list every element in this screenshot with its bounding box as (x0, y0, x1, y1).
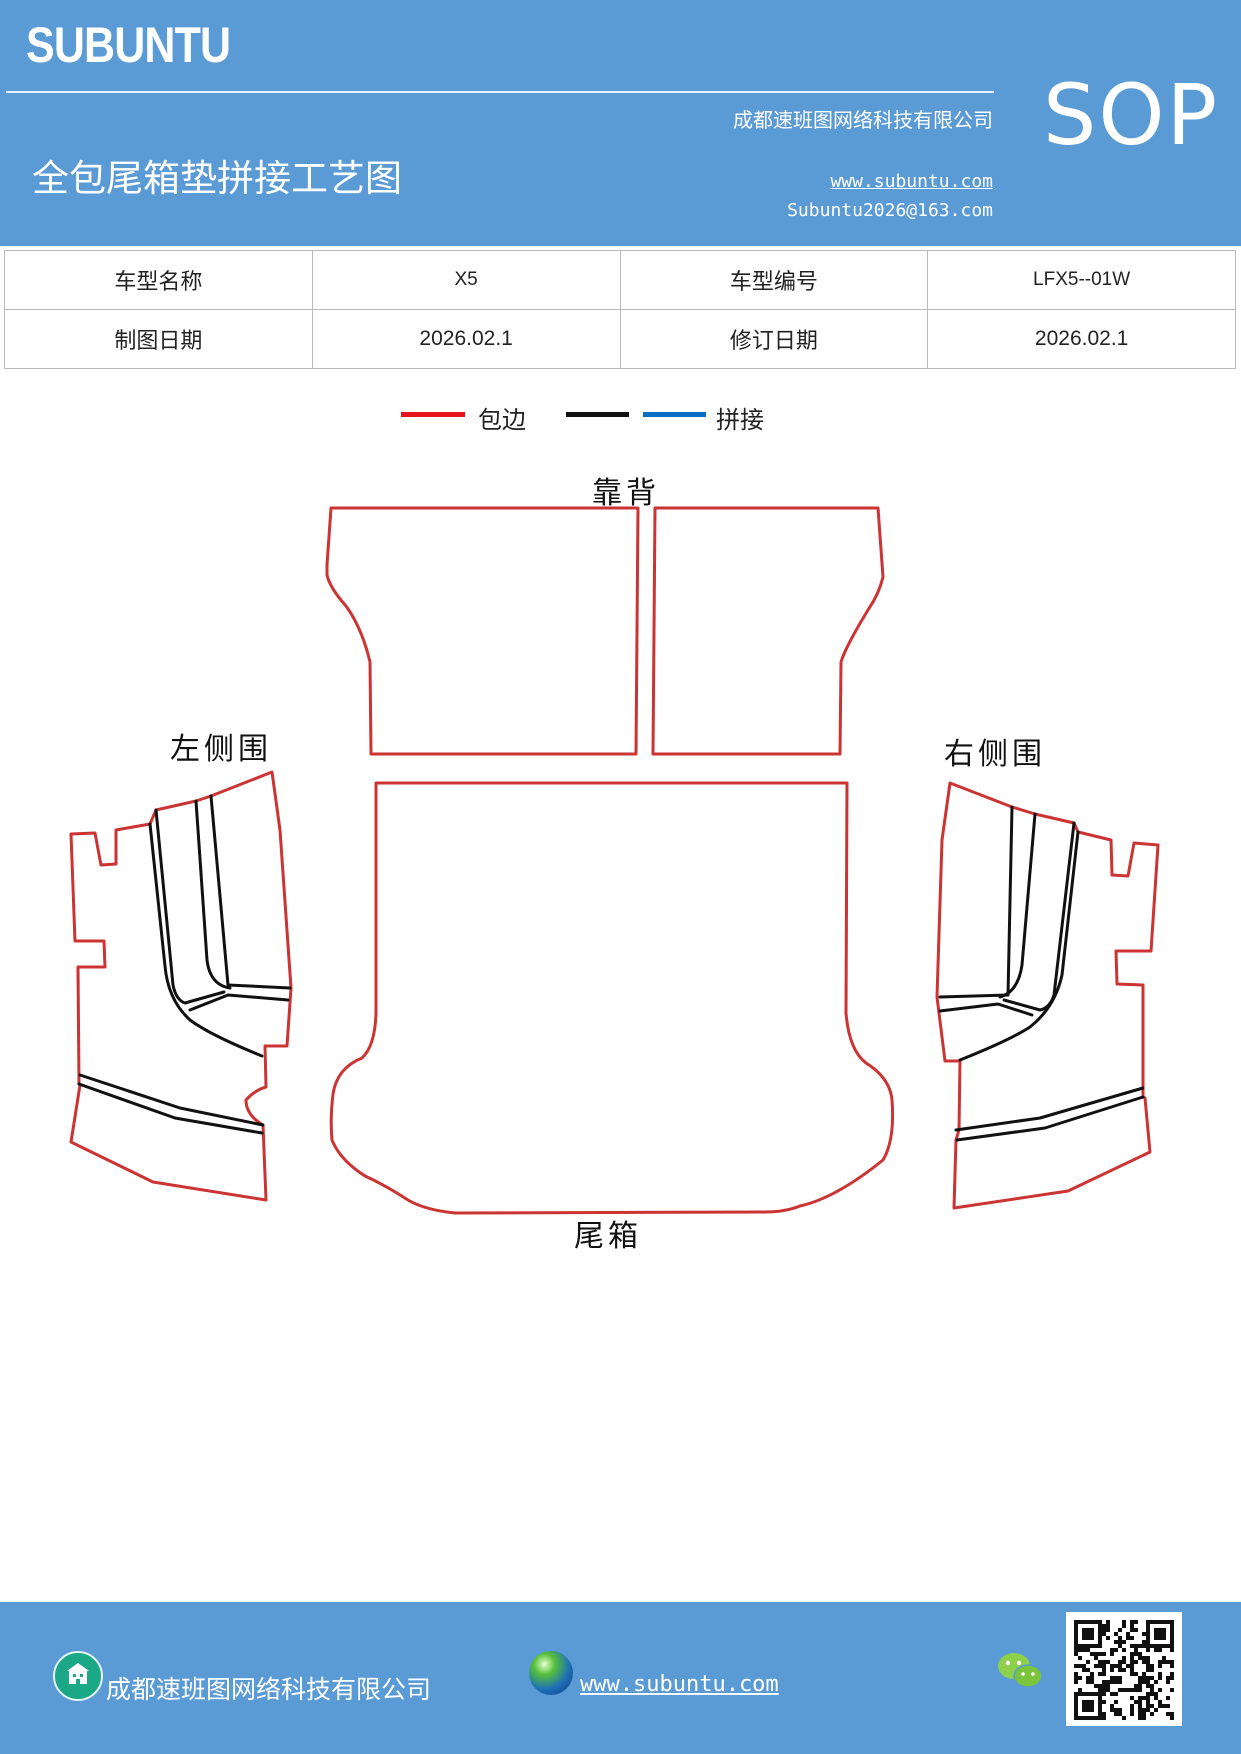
legend: 包边 拼接 (0, 400, 1241, 440)
trunk-label: 尾箱 (574, 1219, 642, 1254)
qr-code[interactable] (1066, 1612, 1182, 1726)
backrest-right-panel (651, 506, 885, 756)
right-side-seam (998, 812, 1037, 999)
legend-label-edge: 包边 (478, 406, 526, 434)
footer-website-link[interactable]: www.subuntu.com (580, 1672, 779, 1697)
right-side-label: 右侧围 (944, 737, 1046, 772)
right-side-seam (955, 1095, 1145, 1142)
legend-label-seam: 拼接 (716, 406, 764, 434)
table-row: 车型名称 X5 车型编号 LFX5--01W (4, 250, 1236, 310)
left-side-seam (77, 1082, 264, 1135)
globe-icon (529, 1651, 573, 1695)
document-title: 全包尾箱垫拼接工艺图 (32, 157, 402, 200)
right-side-seam (938, 805, 1014, 999)
header-banner (0, 0, 1241, 246)
model-code-value: LFX5--01W (927, 250, 1236, 310)
header-company-name: 成都速班图网络科技有限公司 (733, 108, 993, 132)
left-side-seam (194, 799, 232, 990)
header-divider (6, 91, 994, 93)
brand-logo: SUBUNTU (26, 17, 231, 73)
left-side-seam (209, 794, 292, 990)
right-side-outline (935, 781, 1160, 1210)
left-side-seam (78, 1073, 265, 1127)
header-website-link[interactable]: www.subuntu.com (830, 171, 993, 192)
model-name-value: X5 (311, 250, 621, 310)
company-icon (53, 1651, 103, 1701)
right-side-seam (958, 830, 1080, 1062)
left-side-label: 左侧围 (170, 732, 272, 767)
right-side-seam (954, 1086, 1145, 1132)
trunk-floor-panel (329, 781, 895, 1215)
left-side-seam (148, 822, 264, 1058)
vehicle-info-table: 车型名称 X5 车型编号 LFX5--01W 制图日期 2026.02.1 修订… (4, 250, 1236, 369)
right-side-seam (1002, 821, 1076, 1012)
header-email[interactable]: Subuntu2026@163.com (787, 200, 993, 221)
draw-date-label: 制图日期 (4, 309, 313, 369)
backrest-label: 靠背 (592, 476, 660, 511)
model-name-label: 车型名称 (4, 250, 313, 310)
revision-date-label: 修订日期 (619, 309, 929, 369)
legend-swatch-seam-black (566, 412, 629, 417)
backrest-left-panel (325, 506, 640, 756)
legend-swatch-seam-blue (643, 412, 706, 417)
left-side-seam (154, 808, 226, 1005)
left-side-seam (188, 993, 290, 1012)
revision-date-value: 2026.02.1 (927, 309, 1236, 369)
table-row: 制图日期 2026.02.1 修订日期 2026.02.1 (4, 309, 1236, 369)
wechat-icon[interactable] (996, 1650, 1044, 1696)
draw-date-value: 2026.02.1 (311, 309, 621, 369)
right-side-seam (938, 1002, 1034, 1017)
footer-company-name: 成都速班图网络科技有限公司 (106, 1675, 432, 1704)
model-code-label: 车型编号 (619, 250, 929, 310)
legend-swatch-edge (401, 412, 465, 417)
sop-badge: SOP (1043, 66, 1220, 164)
left-side-outline (69, 770, 293, 1202)
